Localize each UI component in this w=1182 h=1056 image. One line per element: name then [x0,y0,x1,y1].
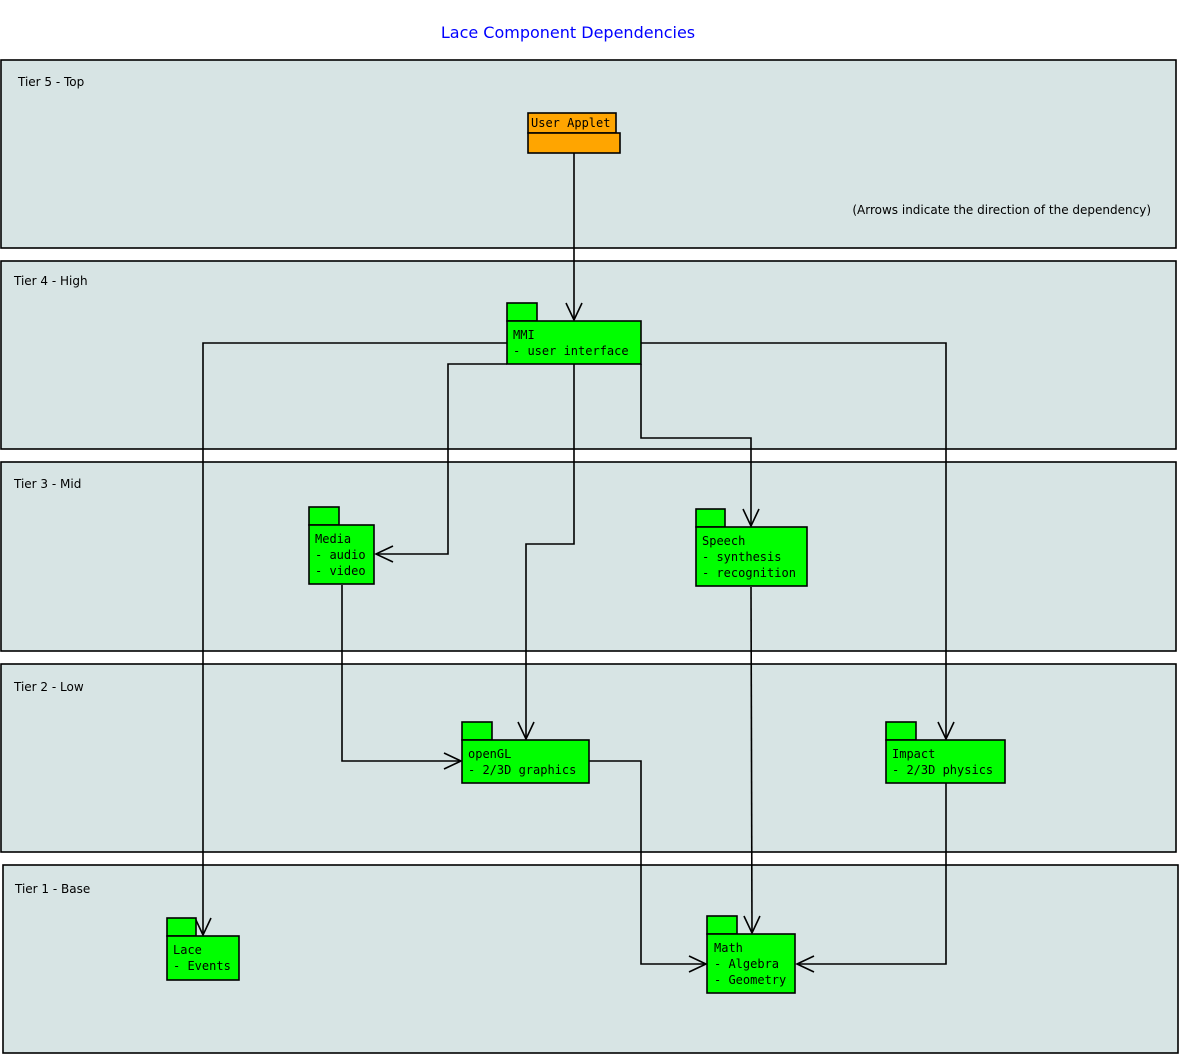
tier-label: Tier 3 - Mid [13,477,81,491]
package-math[interactable]: Math - Algebra - Geometry [706,915,796,994]
package-tab [308,506,340,526]
dependency-speech-to-math [743,586,761,935]
arrowhead-icon [937,721,955,741]
package-body [166,935,240,981]
dependency-line [750,586,753,934]
dependency-edges [194,153,955,973]
package-mmi[interactable]: MMI - user interface [506,302,642,365]
package-tab [166,917,197,937]
dependency-line [640,364,752,526]
package-body [695,526,808,587]
tier-label: Tier 1 - Base [14,882,90,896]
arrowhead-icon [374,545,394,563]
package-body [885,739,1006,784]
tier-label: Tier 2 - Low [13,680,84,694]
dependency-media-to-opengl [341,585,463,770]
package-tab [506,302,538,322]
legend-note: (Arrows indicate the direction of the de… [852,203,1151,217]
dependency-line [525,364,575,739]
package-body [308,524,375,585]
package-body [706,933,796,994]
package-body [527,132,621,154]
tier-3: Tier 3 - Mid [0,461,1177,652]
package-tab [695,508,726,528]
package-tab [885,721,917,741]
dependency-line [589,760,706,965]
dependency-mmi-to-media [374,363,507,563]
package-body [461,739,590,784]
package-media[interactable]: Media - audio - video [308,506,375,585]
dependency-line [341,585,461,762]
arrowhead-icon [688,955,708,973]
package-name: Media [315,532,351,546]
dependency-user-applet-to-mmi [565,153,583,322]
dependency-opengl-to-math [589,760,708,973]
package-name: Impact [892,747,935,761]
arrowhead-icon [194,917,212,937]
dependency-line [202,342,507,935]
tier-4: Tier 4 - High [0,260,1177,450]
package-detail: - recognition [702,566,796,580]
package-detail: - 2/3D graphics [468,763,576,777]
package-detail: - Events [173,959,231,973]
arrowhead-icon [517,721,535,741]
package-name: User Applet [531,116,610,130]
tier-band [0,461,1177,652]
package-name: openGL [468,747,511,761]
dependency-mmi-to-opengl [517,364,575,741]
dependency-impact-to-math [795,783,947,973]
package-tab [461,721,493,741]
package-detail: - synthesis [702,550,781,564]
tier-band [0,59,1177,249]
package-body [506,320,642,365]
arrowhead-icon [795,955,815,973]
package-name: MMI [513,328,535,342]
arrowhead-icon [443,752,463,770]
diagram-title: Lace Component Dependencies [441,23,695,42]
dependency-mmi-to-speech [640,364,760,528]
package-name: Speech [702,534,745,548]
dependency-line [641,342,947,739]
package-detail: - user interface [513,344,629,358]
tier-label: Tier 4 - High [13,274,88,288]
package-speech[interactable]: Speech - synthesis - recognition [695,508,808,587]
package-opengl[interactable]: openGL - 2/3D graphics [461,721,590,784]
package-impact[interactable]: Impact - 2/3D physics [885,721,1006,784]
package-user-applet[interactable]: User Applet [527,112,621,154]
package-detail: - 2/3D physics [892,763,993,777]
package-name: Lace [173,943,202,957]
dependency-line [376,363,507,555]
tier-label: Tier 5 - Top [17,75,84,89]
dependency-line [797,783,947,965]
dependency-mmi-to-impact [641,342,955,741]
tier-5: Tier 5 - Top [0,59,1177,249]
package-detail: - audio [315,548,366,562]
package-detail: - Geometry [714,973,786,987]
package-detail: - Algebra [714,957,779,971]
package-lace[interactable]: Lace - Events [166,917,240,981]
package-tab [706,915,738,935]
dependency-mmi-to-lace [194,342,507,937]
package-detail: - video [315,564,366,578]
arrowhead-icon [743,915,761,935]
arrowhead-icon [742,508,760,528]
arrowhead-icon [565,302,583,322]
package-name: Math [714,941,743,955]
